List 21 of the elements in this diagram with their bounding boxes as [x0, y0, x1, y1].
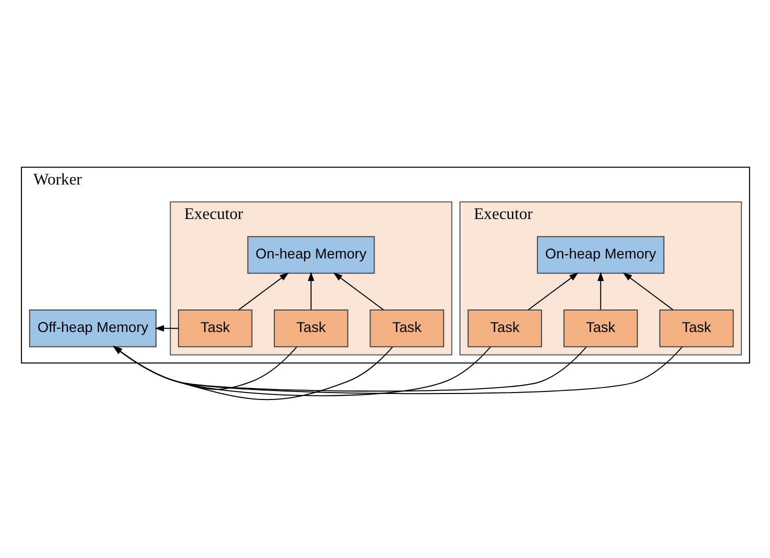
arrow	[622, 272, 673, 310]
arrow	[112, 345, 682, 394]
arrow	[307, 271, 314, 310]
node-box: Off-heap Memory	[28, 309, 156, 347]
node-box: On-heap Memory	[536, 236, 664, 274]
arrow	[112, 345, 586, 392]
arrow	[238, 272, 288, 310]
node-box: Task	[177, 309, 252, 347]
node-box: Task	[369, 309, 444, 347]
arrow	[112, 345, 490, 396]
arrow	[596, 271, 604, 310]
node-box: Task	[467, 309, 542, 347]
arrow	[154, 324, 178, 332]
node-box: On-heap Memory	[246, 236, 374, 274]
node-box: Task	[273, 309, 348, 347]
arrow	[332, 272, 384, 310]
arrow	[112, 345, 297, 390]
node-box: Task	[562, 309, 638, 347]
arrow	[112, 345, 392, 400]
node-box: Task	[658, 309, 734, 347]
arrow	[528, 272, 578, 310]
